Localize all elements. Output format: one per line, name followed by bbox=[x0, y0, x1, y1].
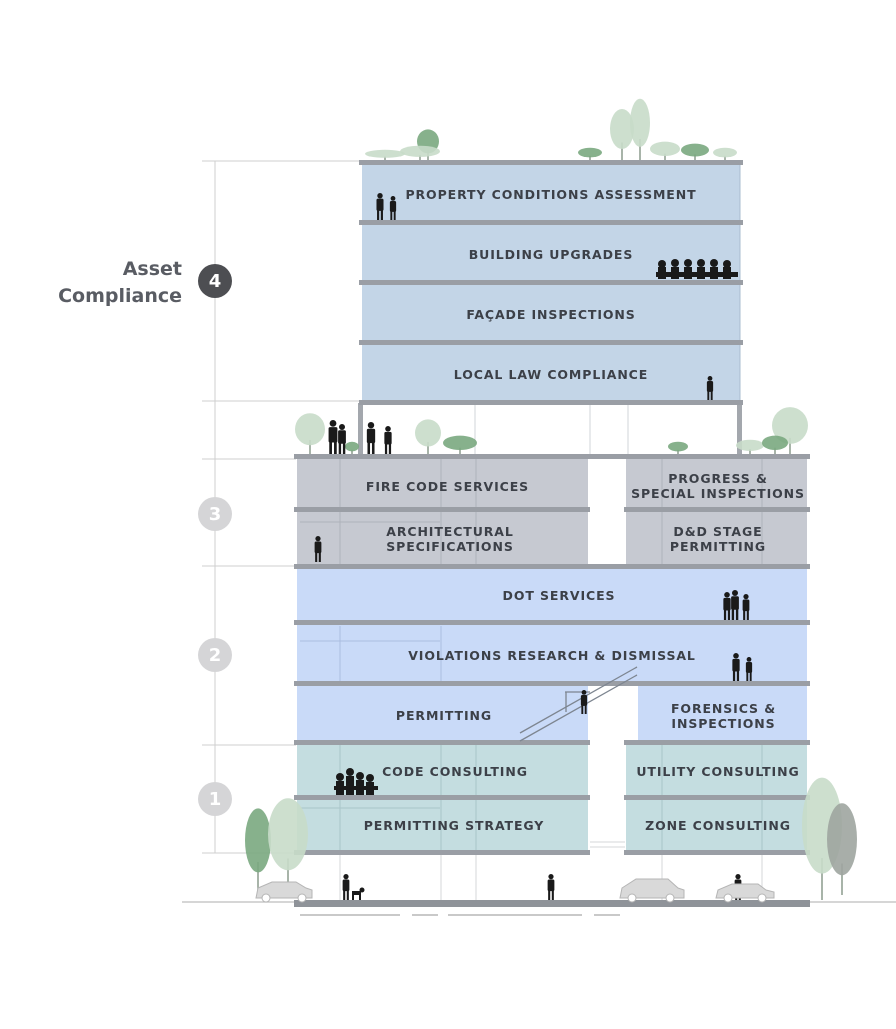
tree-icon bbox=[610, 109, 634, 160]
phase-2-badge[interactable]: 2 bbox=[198, 638, 232, 672]
trees bbox=[245, 98, 857, 900]
floor-slab bbox=[359, 160, 743, 165]
person-icon bbox=[580, 690, 588, 714]
tree-icon bbox=[415, 419, 441, 454]
floor-slab bbox=[359, 280, 743, 285]
tree-icon bbox=[650, 141, 680, 160]
floor-slab bbox=[624, 507, 810, 512]
service-local-law-compliance: LOCAL LAW COMPLIANCE bbox=[453, 367, 649, 382]
person-icon bbox=[384, 426, 392, 454]
tree-icon bbox=[736, 439, 764, 454]
tree-icon bbox=[400, 145, 440, 160]
service-building-upgrades: BUILDING UPGRADES bbox=[468, 247, 634, 262]
stair-icon bbox=[519, 666, 638, 742]
tree-icon bbox=[713, 147, 737, 160]
floor-slab bbox=[294, 620, 810, 625]
floor-slab bbox=[586, 681, 810, 686]
floor-slab bbox=[624, 740, 810, 745]
service-permitting-strategy: PERMITTING STRATEGY bbox=[363, 817, 545, 833]
person-icon bbox=[389, 196, 397, 220]
service-forensics-inspections: FORENSICS & INSPECTIONS bbox=[670, 700, 776, 731]
tree-icon bbox=[668, 441, 688, 454]
service-progress-special-inspections: PROGRESS & SPECIAL INSPECTIONS bbox=[631, 471, 805, 501]
phase3-block-left bbox=[297, 459, 588, 566]
floor-slab bbox=[294, 564, 810, 569]
car-icon bbox=[619, 878, 685, 903]
person-icon bbox=[342, 874, 350, 900]
floor-slab bbox=[294, 681, 590, 686]
service-permitting: PERMITTING bbox=[395, 708, 493, 723]
phase3-block-right bbox=[626, 459, 807, 566]
person-icon bbox=[547, 874, 555, 900]
floor-slab bbox=[359, 400, 743, 405]
phase2-block-right bbox=[638, 685, 807, 745]
person-icon bbox=[742, 594, 750, 620]
phase-4-title: Asset Compliance bbox=[58, 258, 182, 307]
person-icon bbox=[366, 422, 376, 454]
meeting-table-icon bbox=[334, 768, 378, 795]
person-icon bbox=[706, 376, 714, 400]
tree-icon bbox=[443, 435, 477, 454]
service-dot-services: DOT SERVICES bbox=[502, 588, 616, 603]
service-fire-code: FIRE CODE SERVICES bbox=[365, 478, 530, 494]
floor-slab bbox=[294, 454, 810, 459]
person-icon bbox=[376, 193, 384, 220]
terrace-level bbox=[358, 403, 742, 456]
service-facade-inspections: FAÇADE INSPECTIONS bbox=[466, 307, 636, 322]
floor-slab bbox=[359, 340, 743, 345]
service-property-conditions: PROPERTY CONDITIONS ASSESSMENT bbox=[405, 187, 697, 202]
meeting-table-icon bbox=[656, 259, 738, 279]
floor-slab bbox=[294, 795, 590, 800]
tree-icon bbox=[245, 808, 271, 890]
phase-1-badge[interactable]: 1 bbox=[198, 782, 232, 816]
dog-icon bbox=[352, 887, 365, 900]
service-code-consulting: CODE CONSULTING bbox=[382, 763, 528, 779]
person-icon bbox=[328, 420, 338, 454]
service-zone-consulting: ZONE CONSULTING bbox=[645, 817, 791, 833]
floor-slab bbox=[294, 740, 590, 745]
floor-slab bbox=[624, 850, 810, 855]
tree-icon bbox=[365, 149, 405, 160]
tree-icon bbox=[630, 98, 650, 160]
floor-slab bbox=[294, 507, 590, 512]
phase2-window-lines bbox=[300, 626, 442, 685]
service-architectural-specifications: ARCHITECTURAL SPECIFICATIONS bbox=[386, 524, 514, 554]
tree-icon bbox=[772, 407, 808, 454]
person-icon bbox=[723, 592, 731, 620]
floor-slab bbox=[359, 220, 743, 225]
person-icon bbox=[732, 653, 740, 681]
tree-icon bbox=[681, 143, 709, 160]
service-utility-consulting: UTILITY CONSULTING bbox=[636, 763, 800, 779]
phase2-block-top bbox=[297, 566, 807, 685]
tree-icon bbox=[345, 441, 359, 454]
tree-icon bbox=[295, 413, 325, 454]
phase-4-badge[interactable]: 4 bbox=[198, 264, 232, 298]
phase2-block-left bbox=[297, 685, 588, 745]
car-icon bbox=[255, 881, 313, 903]
floor-slabs bbox=[294, 160, 810, 855]
person-icon bbox=[338, 424, 346, 454]
phase-3-badge[interactable]: 3 bbox=[198, 497, 232, 531]
floor-slab bbox=[624, 795, 810, 800]
foundation-slab bbox=[294, 900, 810, 907]
service-violations-research: VIOLATIONS RESEARCH & DISMISSAL bbox=[408, 648, 696, 663]
tree-icon bbox=[578, 147, 602, 160]
person-icon bbox=[731, 590, 739, 620]
tree-icon bbox=[827, 803, 857, 895]
tree-icon bbox=[762, 435, 788, 454]
car-icon bbox=[715, 883, 775, 903]
person-icon bbox=[745, 657, 753, 681]
floor-slab bbox=[294, 850, 590, 855]
service-dd-stage-permitting: D&D STAGE PERMITTING bbox=[669, 524, 767, 554]
people bbox=[314, 193, 753, 900]
person-icon bbox=[314, 536, 322, 562]
phase3-window-lines bbox=[300, 459, 763, 566]
